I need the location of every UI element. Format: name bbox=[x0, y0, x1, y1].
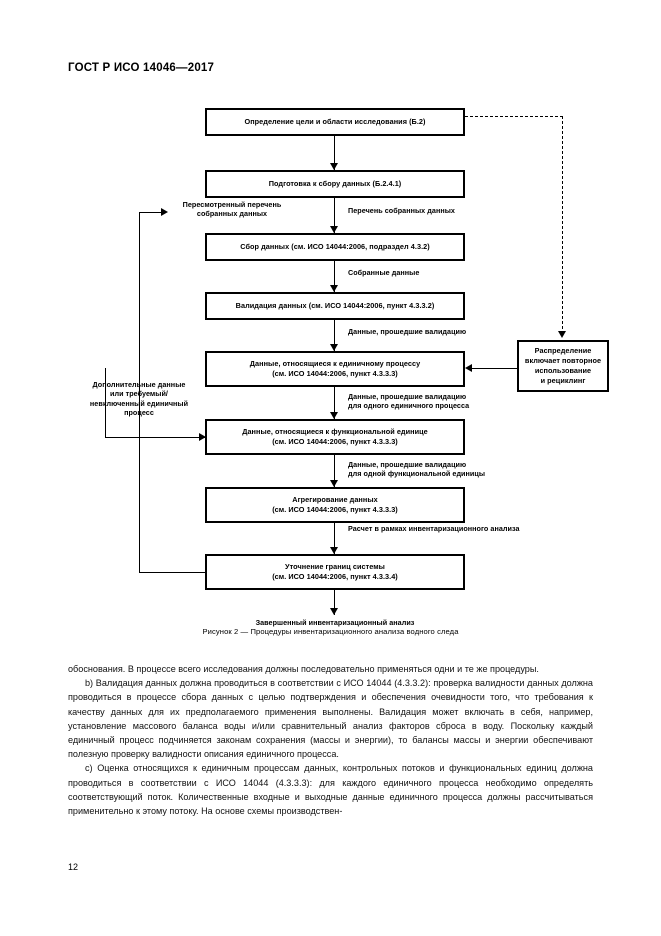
flow-node-data-aggregation-line1: Агрегирование данных bbox=[292, 495, 378, 505]
flow-node-unit-process-data-line1: Данные, относящиеся к единичному процесс… bbox=[249, 359, 421, 369]
connector-additional-data-to-functional bbox=[105, 437, 205, 438]
arrowhead-left-rail-to-revised-list bbox=[161, 208, 168, 216]
arrowhead-prepare-to-collect bbox=[330, 226, 338, 233]
arrowhead-goal-to-allocation bbox=[558, 331, 566, 338]
connector-collect-to-validate bbox=[334, 261, 335, 293]
edge-label-collected-data: Собранные данные bbox=[348, 268, 420, 277]
body-paragraph-c: c) Оценка относящихся к единичным процес… bbox=[68, 763, 593, 817]
connector-left-rail-to-revised-list bbox=[139, 212, 163, 213]
flow-node-data-validation: Валидация данных (см. ИСО 14044:2006, пу… bbox=[205, 292, 465, 320]
flow-node-allocation-line1: Распределение bbox=[534, 346, 592, 356]
flow-node-functional-unit-data: Данные, относящиеся к функциональной еди… bbox=[205, 419, 465, 455]
edge-label-validated-data: Данные, прошедшие валидацию bbox=[348, 327, 467, 336]
arrowhead-additional-data-to-functional bbox=[199, 433, 206, 441]
connector-left-rail-vertical bbox=[139, 212, 140, 573]
connector-functional-to-aggregate bbox=[334, 455, 335, 488]
arrowhead-aggregate-to-refine bbox=[330, 547, 338, 554]
connector-allocation-to-unit bbox=[472, 368, 517, 369]
flow-node-goal-scope-label: Определение цели и области исследования … bbox=[244, 117, 426, 127]
arrowhead-functional-to-aggregate bbox=[330, 480, 338, 487]
arrowhead-collect-to-validate bbox=[330, 285, 338, 292]
arrowhead-unit-to-functional bbox=[330, 412, 338, 419]
page-header-standard-title: ГОСТ Р ИСО 14046—2017 bbox=[68, 62, 215, 74]
arrowhead-refine-to-completed bbox=[330, 608, 338, 615]
flow-node-prepare-collection-label: Подготовка к сбору данных (Б.2.4.1) bbox=[268, 179, 402, 189]
flow-node-functional-unit-data-line2: (см. ИСО 14044:2006, пункт 4.3.3.3) bbox=[272, 437, 398, 446]
connector-refine-to-left-rail bbox=[139, 572, 205, 573]
flow-node-data-collection: Сбор данных (см. ИСО 14044:2006, подразд… bbox=[205, 233, 465, 261]
connector-validate-to-unit bbox=[334, 320, 335, 352]
edge-label-validated-functional-line2: для одной функциональной единицы bbox=[348, 469, 486, 479]
edge-label-additional-data-line3: невключенный единичный bbox=[89, 398, 189, 408]
flow-node-data-aggregation: Агрегирование данных (см. ИСО 14044:2006… bbox=[205, 487, 465, 523]
edge-label-additional-data-line2: или требуемый/ bbox=[110, 389, 168, 399]
arrowhead-validate-to-unit bbox=[330, 344, 338, 351]
flow-node-data-aggregation-line2: (см. ИСО 14044:2006, пункт 4.3.3.3) bbox=[272, 505, 398, 514]
flow-node-refine-system-boundary-line1: Уточнение границ системы bbox=[285, 562, 385, 572]
edge-label-validated-unit-line2: для одного единичного процесса bbox=[348, 401, 470, 411]
figure-caption: Рисунок 2 — Процедуры инвентаризационног… bbox=[202, 627, 459, 636]
flow-node-refine-system-boundary: Уточнение границ системы (см. ИСО 14044:… bbox=[205, 554, 465, 590]
edge-label-revised-list-line1: Пересмотренный перечень bbox=[182, 200, 282, 209]
connector-prepare-to-collect bbox=[334, 198, 335, 234]
flow-node-prepare-collection: Подготовка к сбору данных (Б.2.4.1) bbox=[205, 170, 465, 198]
connector-goal-to-allocation-horizontal bbox=[465, 116, 563, 117]
edge-label-validated-unit-line1: Данные, прошедшие валидацию bbox=[348, 392, 467, 401]
arrowhead-allocation-to-unit bbox=[465, 364, 472, 372]
connector-refine-to-completed bbox=[334, 590, 335, 615]
edge-label-inventory-calculation: Расчет в рамках инвентаризационного анал… bbox=[348, 524, 520, 533]
flow-node-allocation: Распределение включает повторное использ… bbox=[517, 340, 609, 392]
edge-label-revised-list-line2: собранных данных bbox=[196, 209, 268, 219]
body-paragraph-b: b) Валидация данных должна проводиться в… bbox=[68, 678, 593, 760]
arrowhead-goal-to-prepare bbox=[330, 163, 338, 170]
connector-goal-to-allocation-vertical bbox=[562, 116, 563, 334]
flow-node-allocation-line2: включает повторное bbox=[524, 356, 602, 366]
connector-goal-to-prepare bbox=[334, 136, 335, 170]
flow-node-unit-process-data: Данные, относящиеся к единичному процесс… bbox=[205, 351, 465, 387]
flow-node-allocation-line3: использование bbox=[534, 366, 592, 375]
body-text: обоснования. В процессе всего исследован… bbox=[68, 662, 593, 818]
edge-label-revised-list: Пересмотренный перечень собранных данных bbox=[172, 200, 292, 219]
edge-label-additional-data: Дополнительные данные или требуемый/ нев… bbox=[78, 380, 200, 417]
edge-label-additional-data-line4: процесс bbox=[124, 408, 154, 418]
page-number: 12 bbox=[68, 862, 79, 872]
edge-label-validated-functional: Данные, прошедшие валидацию для одной фу… bbox=[348, 460, 558, 479]
edge-label-validated-unit: Данные, прошедшие валидацию для одного е… bbox=[348, 392, 548, 411]
connector-aggregate-to-refine bbox=[334, 523, 335, 555]
flow-node-unit-process-data-line2: (см. ИСО 14044:2006, пункт 4.3.3.3) bbox=[272, 369, 398, 378]
edge-label-collected-list: Перечень собранных данных bbox=[348, 206, 455, 215]
figure-flowchart: Определение цели и области исследования … bbox=[0, 100, 661, 650]
flow-node-goal-scope: Определение цели и области исследования … bbox=[205, 108, 465, 136]
flow-node-data-collection-label: Сбор данных (см. ИСО 14044:2006, подразд… bbox=[240, 242, 430, 252]
connector-unit-to-functional bbox=[334, 387, 335, 420]
edge-label-completed-inventory: Завершенный инвентаризационный анализ bbox=[255, 618, 415, 627]
flow-node-functional-unit-data-line1: Данные, относящиеся к функциональной еди… bbox=[242, 427, 428, 437]
edge-label-additional-data-line1: Дополнительные данные bbox=[92, 380, 186, 389]
edge-label-validated-functional-line1: Данные, прошедшие валидацию bbox=[348, 460, 467, 469]
body-paragraph-a: обоснования. В процессе всего исследован… bbox=[68, 664, 539, 674]
flow-node-data-validation-label: Валидация данных (см. ИСО 14044:2006, пу… bbox=[235, 301, 435, 311]
flow-node-refine-system-boundary-line2: (см. ИСО 14044:2006, пункт 4.3.3.4) bbox=[272, 572, 398, 581]
connector-additional-data-vertical bbox=[105, 368, 106, 438]
flow-node-allocation-line4: и рециклинг bbox=[540, 375, 586, 385]
